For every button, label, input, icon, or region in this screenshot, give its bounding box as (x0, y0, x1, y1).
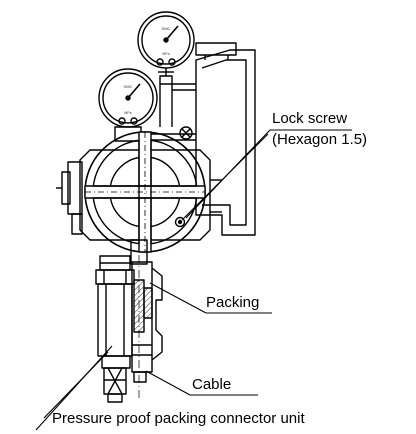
callout-lock-screw: Lock screw (272, 110, 348, 127)
leader-lines (35, 129, 352, 431)
gauge-bottom-unit: MPa (124, 111, 131, 115)
gauge-top-brand: SMC (162, 26, 171, 31)
main-housing (56, 149, 222, 241)
callout-packing: Packing (206, 294, 260, 311)
mounting-bracket (195, 42, 256, 236)
pressure-gauge-top (137, 11, 195, 85)
connector-body (95, 255, 135, 403)
cover-dial (84, 131, 206, 253)
bracket-screw (179, 126, 193, 140)
callout-connector-unit: Pressure proof packing connector unit (52, 410, 305, 427)
callout-cable: Cable (192, 376, 232, 393)
lock-screw (174, 216, 186, 228)
packing-section (131, 261, 163, 383)
gauge-bottom-brand: SMC (124, 84, 133, 89)
callout-lock-screw-size: (Hexagon 1.5) (272, 131, 368, 148)
gauge-top-unit: MPa (162, 52, 169, 56)
